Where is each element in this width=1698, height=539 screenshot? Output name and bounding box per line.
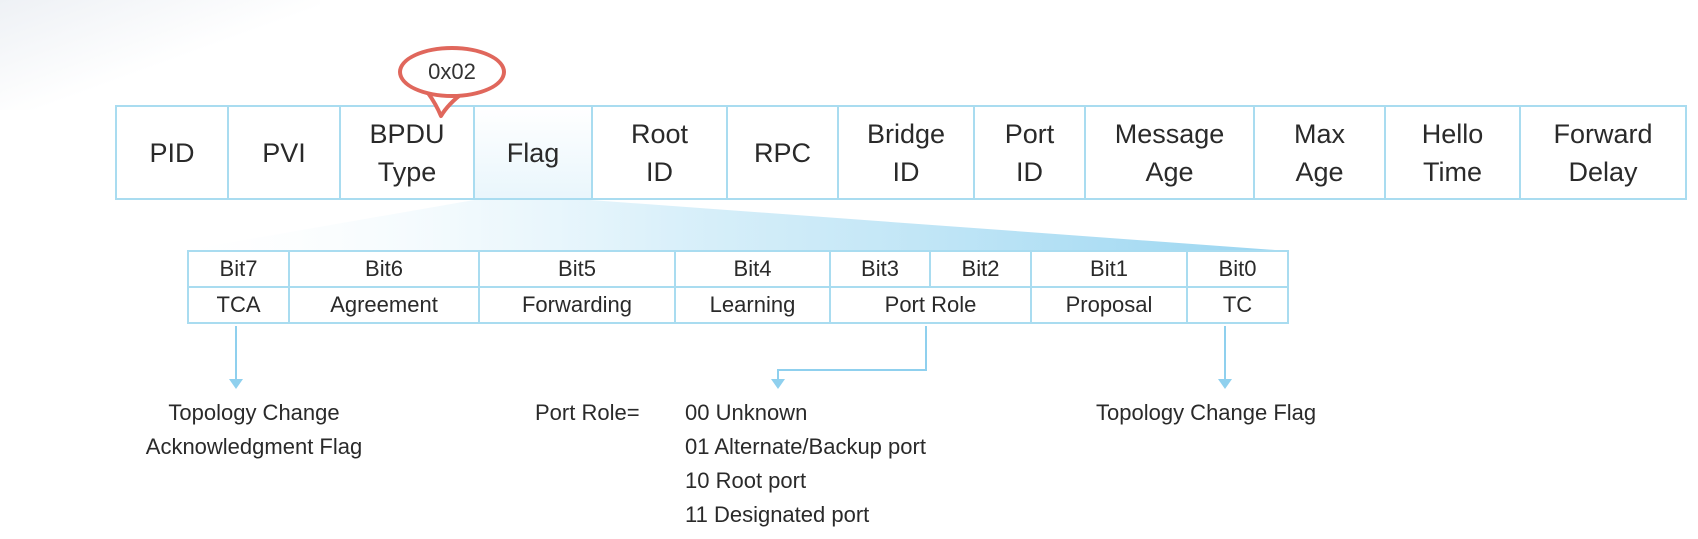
meaning-cell-tc: TC (1186, 286, 1289, 324)
background-shade (0, 0, 320, 110)
field-label: RPC (753, 137, 811, 168)
field-label: Hello Time (1421, 118, 1484, 187)
bpdu-type-callout: 0x02 (398, 46, 506, 98)
bpdu-field-forward-delay: Forward Delay (1521, 107, 1685, 198)
bpdu-field-message-age: Message Age (1086, 107, 1255, 198)
bpdu-field-pvi: PVI (229, 107, 341, 198)
field-label: Forward Delay (1553, 118, 1653, 187)
field-label: Root ID (630, 118, 689, 187)
port-role-item: 01 Alternate/Backup port (685, 434, 926, 459)
bpdu-field-bpdu-type: BPDU Type (341, 107, 475, 198)
bpdu-field-rpc: RPC (728, 107, 839, 198)
bit-row: Bit7 Bit6 Bit5 Bit4 Bit3 Bit2 Bit1 Bit0 (187, 250, 1289, 288)
field-label: PID (149, 137, 195, 168)
field-label: Bridge ID (866, 118, 946, 187)
tc-description: Topology Change Flag (1096, 400, 1317, 425)
tca-description: Topology Change Acknowledgment Flag (145, 400, 363, 459)
callout-text: 0x02 (428, 59, 476, 84)
port-role-list: 00 Unknown 01 Alternate/Backup port 10 R… (685, 396, 926, 532)
port-role-item: 00 Unknown (685, 400, 808, 425)
port-role-arrow-line (777, 326, 927, 380)
bpdu-field-flag: Flag (475, 107, 593, 198)
bpdu-field-bridge-id: Bridge ID (839, 107, 975, 198)
port-role-item: 11 Designated port (685, 502, 870, 527)
bit-cell: Bit6 (288, 250, 480, 288)
tc-arrowhead (1218, 379, 1232, 389)
port-role-arrowhead (771, 379, 785, 389)
bpdu-field-row: PID PVI BPDU Type Flag Root ID RPC Bridg… (115, 105, 1687, 200)
bpdu-field-port-id: Port ID (975, 107, 1086, 198)
tca-arrowhead (229, 379, 243, 389)
meaning-cell-agreement: Agreement (288, 286, 480, 324)
field-label: Port ID (1004, 118, 1055, 187)
field-label: Message Age (1114, 118, 1225, 187)
field-label: Flag (506, 137, 560, 168)
bpdu-field-max-age: Max Age (1255, 107, 1386, 198)
bit-cell: Bit1 (1030, 250, 1188, 288)
bit-cell: Bit2 (929, 250, 1032, 288)
bpdu-field-pid: PID (117, 107, 229, 198)
field-label: BPDU Type (369, 118, 445, 187)
bit-cell: Bit4 (674, 250, 831, 288)
field-label: PVI (262, 137, 306, 168)
meaning-cell-tca: TCA (187, 286, 290, 324)
bit-cell: Bit7 (187, 250, 290, 288)
bit-cell: Bit5 (478, 250, 676, 288)
port-role-item: 10 Root port (685, 468, 807, 493)
flag-bit-table: Bit7 Bit6 Bit5 Bit4 Bit3 Bit2 Bit1 Bit0 … (187, 250, 1289, 324)
bit-cell: Bit0 (1186, 250, 1289, 288)
meaning-cell-learning: Learning (674, 286, 831, 324)
field-label: Max Age (1293, 118, 1345, 187)
meaning-cell-port-role: Port Role (829, 286, 1032, 324)
meaning-cell-forwarding: Forwarding (478, 286, 676, 324)
meaning-row: TCA Agreement Forwarding Learning Port R… (187, 286, 1289, 324)
bit-cell: Bit3 (829, 250, 931, 288)
port-role-label: Port Role= (535, 400, 640, 425)
meaning-cell-proposal: Proposal (1030, 286, 1188, 324)
bpdu-field-hello-time: Hello Time (1386, 107, 1521, 198)
bpdu-field-root-id: Root ID (593, 107, 728, 198)
